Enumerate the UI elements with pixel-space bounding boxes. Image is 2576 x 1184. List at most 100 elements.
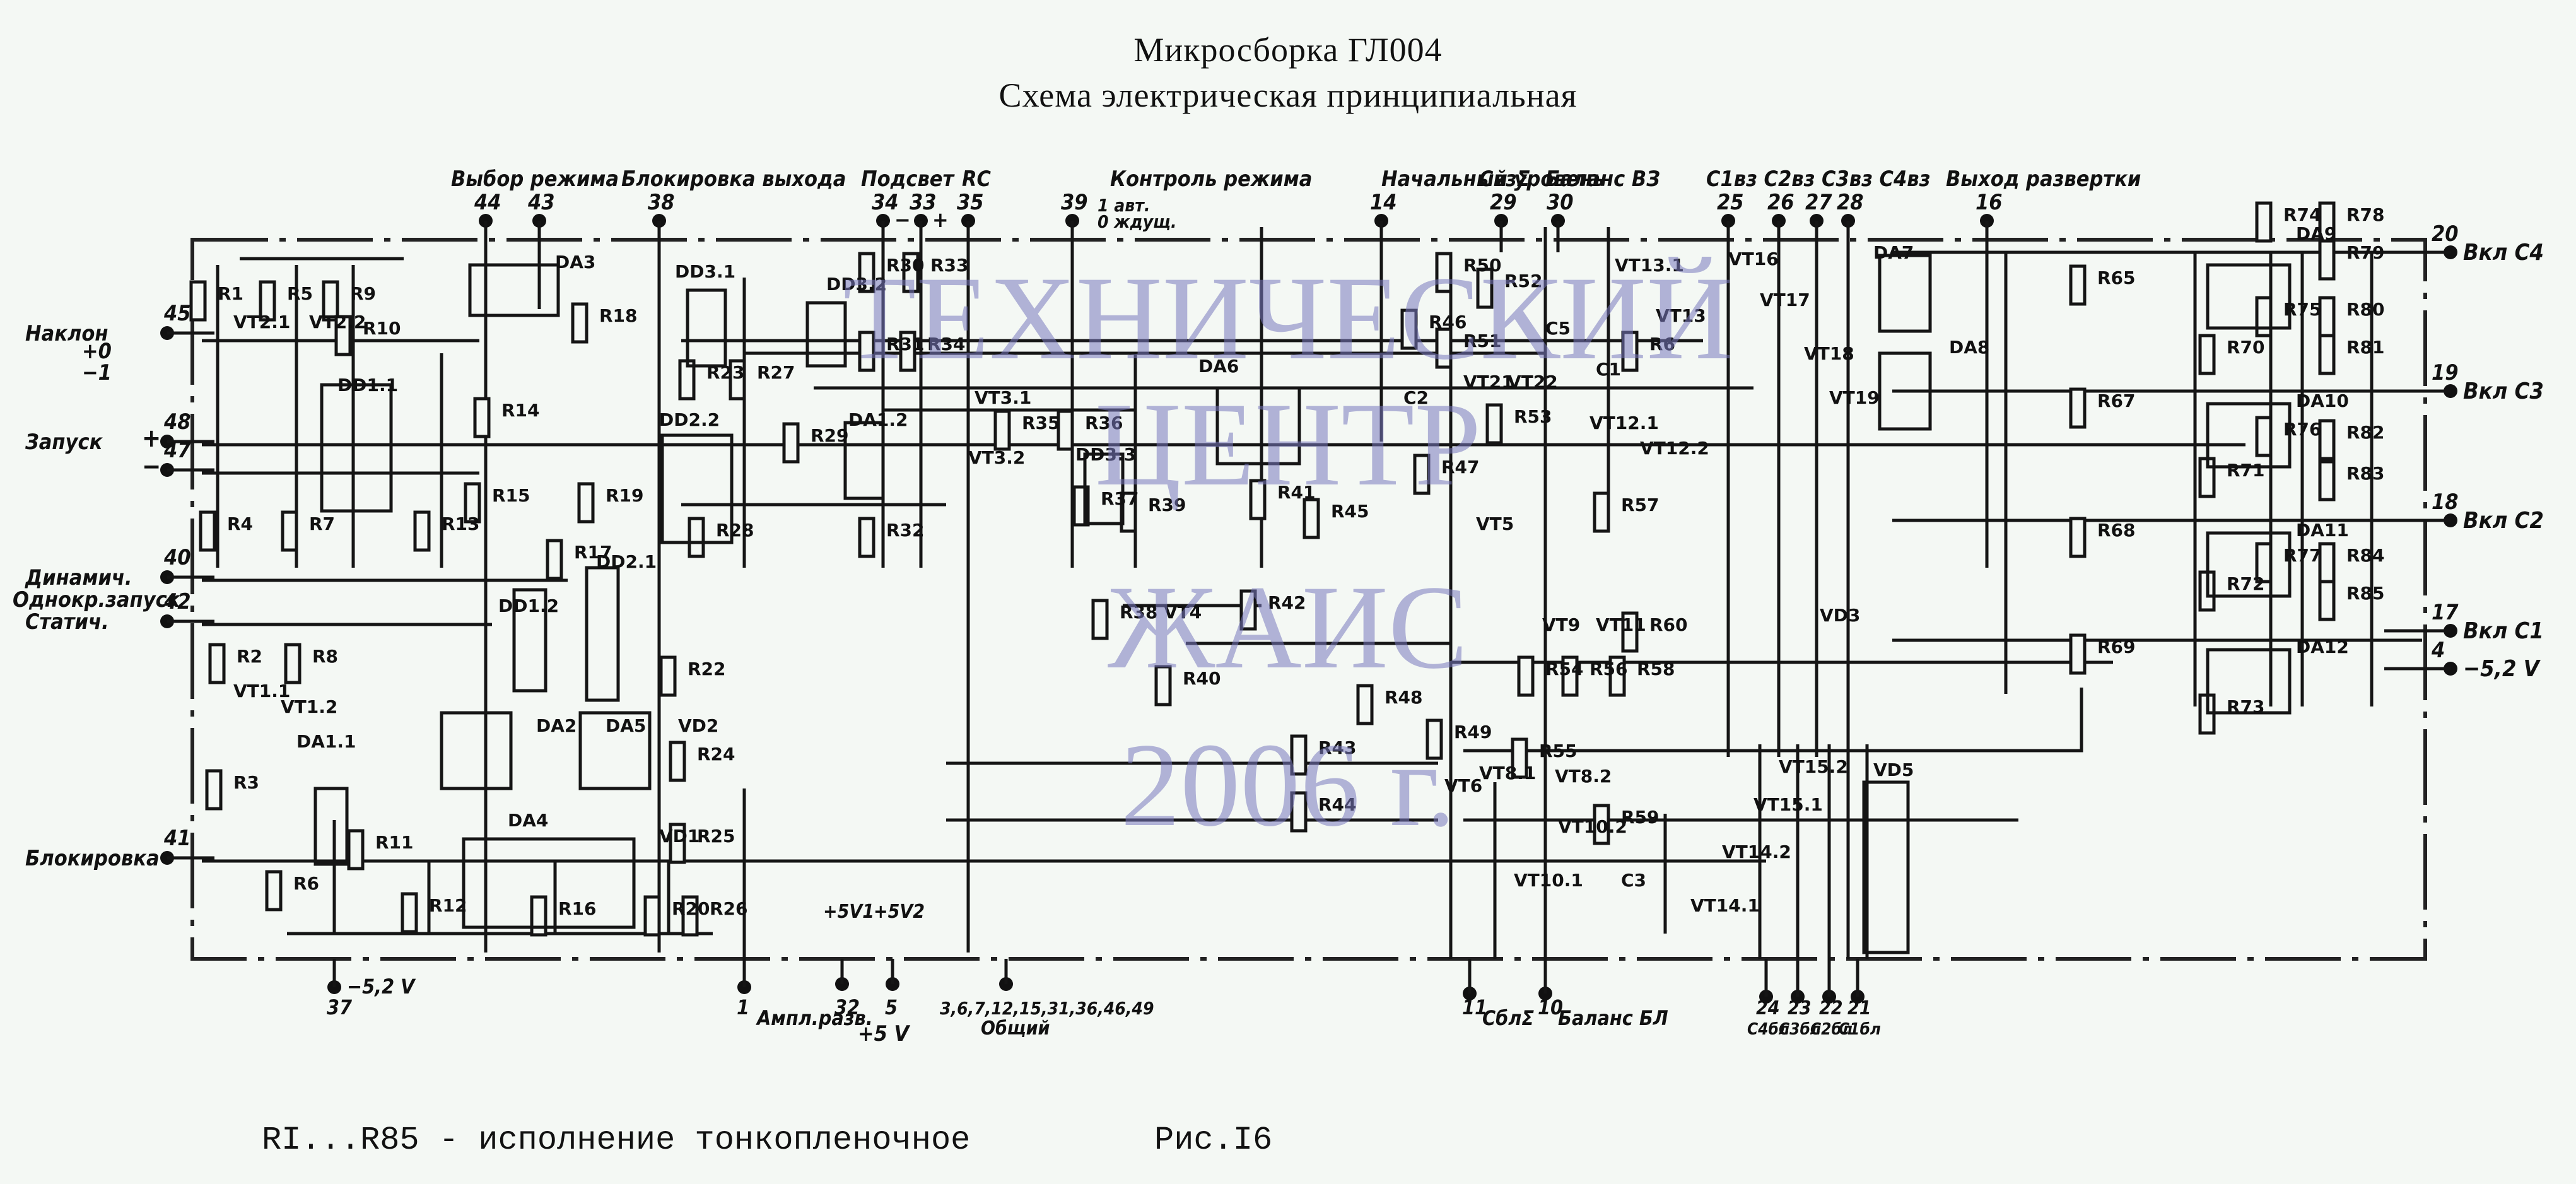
pin-number: 42: [163, 589, 191, 614]
pin-sign: +: [142, 424, 161, 453]
pin-label: С1бл: [1839, 1020, 1881, 1039]
resistor-body: [208, 643, 226, 684]
component-label: VT14.2: [1722, 841, 1791, 862]
component-label: R74: [2283, 204, 2322, 225]
external-pin-dots: [160, 214, 2457, 1004]
pin-number: 30: [1547, 190, 1574, 215]
component-label: VT9: [1542, 614, 1580, 635]
resistor-body: [1593, 491, 1610, 533]
component-label: VD5: [1873, 759, 1914, 780]
pin-number: 37: [327, 995, 352, 1019]
pin-number: 27: [1805, 190, 1832, 215]
resistor-body: [659, 655, 677, 697]
pin-label: СблΣ: [1482, 1006, 1534, 1030]
component-label: R39: [1148, 495, 1186, 515]
component-label: DD3.2: [826, 274, 887, 295]
resistor-body: [2255, 201, 2273, 243]
component-label: R6: [293, 873, 319, 894]
supply-label: +5V1: [823, 901, 874, 923]
component-label: DD2.2: [659, 409, 720, 430]
component-label: DD3.1: [675, 261, 735, 282]
resistor-body: [2255, 416, 2273, 457]
component-label: R37: [1101, 488, 1139, 509]
component-label: R10: [363, 318, 401, 339]
pin-label: −5,2 V: [347, 975, 416, 999]
component-label: R69: [2097, 636, 2136, 657]
pin-label: Вкл С1: [2463, 618, 2544, 644]
component-label: DA4: [508, 810, 548, 831]
component-label: R22: [688, 659, 726, 679]
resistor-body: [2318, 419, 2336, 460]
resistor-body: [1476, 267, 1494, 309]
component-label: DA12: [2296, 636, 2349, 657]
assembly-boundary: [190, 238, 2427, 961]
resistor-body: [199, 510, 216, 552]
pin-group-label: Подсвет: [861, 167, 956, 192]
pin-label: Блокировка: [25, 846, 160, 871]
component-label: VT21: [1463, 372, 1514, 392]
component-label: R55: [1539, 741, 1578, 761]
component-label: C5: [1545, 318, 1571, 339]
component-label: R27: [757, 362, 795, 383]
resistor-body: [681, 895, 699, 937]
pin-label: Динамич.: [25, 565, 132, 590]
component-label: R51: [1463, 331, 1502, 351]
component-label: R38: [1120, 602, 1158, 623]
component-label: R49: [1454, 722, 1492, 742]
component-label: VT2.2: [309, 312, 366, 332]
component-label: R41: [1277, 482, 1316, 503]
resistor-body: [1413, 454, 1431, 495]
component-label: R24: [697, 744, 735, 765]
component-label: R15: [492, 485, 530, 506]
pin-label: Ампл.разв.: [756, 1006, 873, 1030]
resistor-body: [1561, 655, 1579, 697]
component-label: R71: [2227, 460, 2265, 481]
pin-group-label: RC: [962, 167, 992, 192]
component-label: C3: [1621, 870, 1646, 891]
component-label: DA3: [555, 252, 595, 273]
resistor-body: [782, 422, 800, 464]
component-label: R33: [930, 255, 969, 276]
resistor-body: [2069, 264, 2087, 306]
pin-number: 23: [1788, 997, 1812, 1019]
resistor-body: [1517, 655, 1535, 697]
component-label: R52: [1504, 271, 1543, 291]
component-label: DA1.1: [296, 731, 356, 752]
resistor-body: [546, 539, 563, 580]
pin-number: 44: [474, 190, 501, 215]
component-label: R54: [1545, 659, 1584, 679]
resistor-body: [334, 315, 352, 356]
resistor-body: [1290, 734, 1308, 776]
resistor-body: [1290, 791, 1308, 833]
component-label: DA5: [606, 715, 646, 736]
component-label: VD3: [1820, 605, 1860, 626]
component-label: VD1: [659, 826, 700, 847]
resistor-body: [2255, 296, 2273, 337]
resistor-body: [347, 829, 365, 870]
pin-number: 43: [527, 190, 555, 215]
component-label: VT8.2: [1555, 766, 1612, 787]
figure-number: Рис.I6: [1154, 1122, 1273, 1159]
pin-group-label: С1вз С2вз С3вз С4вз: [1706, 167, 1930, 192]
component-label: R9: [350, 283, 376, 304]
resistor-body: [577, 482, 595, 524]
pin-group-label: СвзΣ: [1479, 167, 1530, 192]
component-label: VD2: [678, 715, 718, 736]
pin-number: 5: [885, 995, 898, 1019]
component-label: VT17: [1760, 290, 1810, 310]
resistor-body: [902, 252, 920, 293]
resistor-body: [2318, 460, 2336, 501]
component-label: R83: [2346, 463, 2385, 484]
component-label: R12: [429, 895, 467, 916]
resistor-body: [1356, 684, 1374, 725]
pin-number: 14: [1370, 190, 1397, 215]
component-label: VT6: [1444, 775, 1482, 796]
resistor-body: [2198, 334, 2216, 375]
pin-number: 19: [2432, 360, 2459, 385]
resistor-body: [643, 895, 661, 937]
component-label: R46: [1429, 312, 1467, 332]
component-label: DA8: [1949, 337, 1989, 358]
schematic-title: Микросборка ГЛ004: [1133, 31, 1443, 69]
